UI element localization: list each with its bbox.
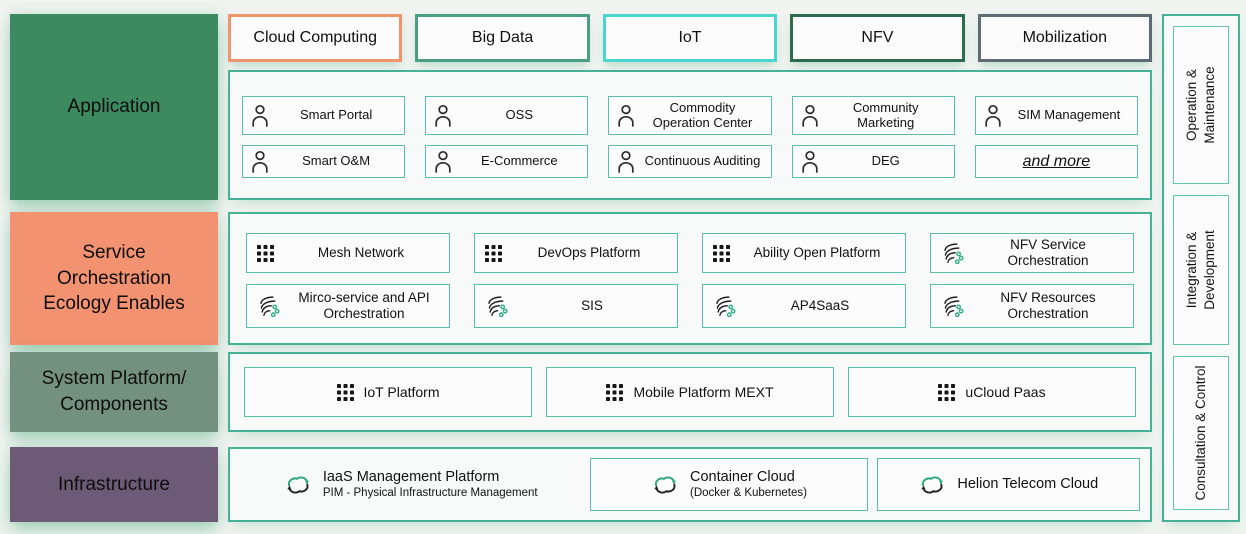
item-label: Continuous Auditing (644, 153, 761, 169)
application-item: Continuous Auditing (608, 145, 772, 178)
item-label: Commodity Operation Center (652, 99, 753, 130)
grid-icon (938, 383, 956, 401)
wave-icon (944, 295, 964, 317)
application-item: Commodity Operation Center (608, 96, 772, 136)
person-icon (252, 151, 268, 174)
person-icon (618, 151, 635, 174)
item-subtitle: (Docker & Kubernetes) (690, 487, 807, 500)
wave-icon (260, 295, 280, 317)
item-subtitle: PIM - Physical Infrastructure Management (322, 487, 538, 500)
service-item: Mesh Network (246, 233, 450, 273)
grid-icon (713, 244, 730, 262)
system-item: Mobile Platform MEXT (546, 367, 834, 417)
service-item: DevOps Platform (474, 233, 678, 273)
item-title: IaaS Management Platform (322, 468, 500, 485)
application-item: Smart O&M (242, 145, 406, 178)
cloud-sync-icon (653, 476, 678, 493)
layer-infrastructure: Infrastructure (10, 447, 218, 522)
application-item: E-Commerce (425, 145, 589, 178)
chip-mobilization: Mobilization (977, 14, 1153, 62)
application-item: Community Marketing (791, 96, 955, 136)
infrastructure-item-helion: Helion Telecom Cloud (876, 458, 1140, 511)
grid-icon (606, 383, 624, 401)
item-label: Smart Portal (299, 107, 373, 123)
application-item-and-more: and more (974, 145, 1138, 178)
grid-icon (257, 244, 274, 262)
person-icon (618, 105, 635, 128)
person-icon (801, 105, 818, 128)
item-title: Helion Telecom Cloud (957, 476, 1099, 493)
item-label: SIS (581, 297, 603, 313)
rail-label: Operation & Maintenance (1183, 66, 1217, 144)
section-infrastructure: IaaS Management Platform PIM - Physical … (228, 447, 1152, 522)
item-label: Mesh Network (317, 244, 405, 260)
item-title: Container Cloud (690, 468, 795, 485)
item-label: NFV Service Orchestration (1007, 236, 1089, 268)
right-rail: Operation & Maintenance Integration & De… (1162, 14, 1240, 522)
infrastructure-item-iaas: IaaS Management Platform PIM - Physical … (240, 458, 581, 511)
section-system-platform: IoT Platform Mobile Platform MEXT uCloud… (228, 352, 1152, 432)
cloud-sync-icon (286, 476, 310, 493)
layer-system-platform: System Platform/ Components (10, 352, 218, 432)
item-label: OSS (505, 107, 534, 123)
wave-icon (488, 295, 508, 317)
item-label: uCloud Paas (965, 384, 1046, 400)
service-item: NFV Service Orchestration (930, 233, 1134, 273)
person-icon (435, 105, 451, 128)
section-service-orchestration: Mesh Network DevOps Platform Ability Ope… (228, 212, 1152, 345)
technology-chips: Cloud Computing Big Data IoT NFV Mobiliz… (228, 14, 1153, 62)
service-item: Mirco-service and API Orchestration (246, 284, 450, 328)
item-text: IaaS Management Platform PIM - Physical … (323, 468, 538, 502)
layer-service-orchestration: Service Orchestration Ecology Enables (10, 212, 218, 345)
person-icon (801, 151, 818, 174)
rail-item-consultation-control: Consultation & Control (1173, 356, 1229, 510)
item-text: Container Cloud (Docker & Kubernetes) (690, 468, 807, 502)
rail-label: Integration & Development (1183, 230, 1217, 310)
service-item: NFV Resources Orchestration (930, 284, 1134, 328)
layer-application: Application (10, 14, 218, 200)
item-label: DEG (871, 153, 900, 169)
item-label: AP4SaaS (790, 297, 850, 313)
rail-label: Consultation & Control (1192, 365, 1208, 501)
person-icon (985, 105, 1001, 128)
chip-big-data: Big Data (415, 14, 590, 62)
section-application: Smart Portal OSS Commodity Operation Cen… (228, 70, 1152, 200)
person-icon (435, 151, 451, 174)
item-label: Smart O&M (302, 153, 371, 169)
service-item: SIS (474, 284, 678, 328)
item-label: IoT Platform (363, 384, 440, 400)
item-label: SIM Management (1017, 107, 1121, 123)
application-item: DEG (791, 145, 955, 178)
application-item: SIM Management (974, 96, 1138, 136)
item-text: Helion Telecom Cloud (957, 475, 1098, 494)
person-icon (252, 105, 268, 128)
rail-item-operation-maintenance: Operation & Maintenance (1173, 26, 1229, 184)
rail-item-integration-development: Integration & Development (1173, 195, 1229, 345)
system-item: uCloud Paas (848, 367, 1136, 417)
item-label: DevOps Platform (537, 244, 641, 260)
system-item: IoT Platform (244, 367, 532, 417)
item-label: Ability Open Platform (753, 244, 881, 260)
item-label: Community Marketing (852, 99, 919, 130)
chip-nfv: NFV (790, 14, 965, 62)
item-label: and more (1022, 152, 1091, 170)
wave-icon (944, 242, 964, 264)
service-item: AP4SaaS (702, 284, 906, 328)
application-item: OSS (425, 96, 589, 136)
grid-icon (336, 383, 354, 401)
cloud-sync-icon (920, 476, 945, 493)
item-label: NFV Resources Orchestration (1000, 289, 1096, 321)
grid-icon (485, 244, 502, 262)
infrastructure-item-container-cloud: Container Cloud (Docker & Kubernetes) (590, 458, 868, 511)
service-item: Ability Open Platform (702, 233, 906, 273)
item-label: Mobile Platform MEXT (633, 384, 774, 400)
chip-iot: IoT (602, 14, 778, 62)
item-label: E-Commerce (481, 153, 558, 169)
chip-cloud-computing: Cloud Computing (228, 14, 403, 62)
item-label: Mirco-service and API Orchestration (298, 289, 430, 321)
application-item: Smart Portal (242, 96, 406, 136)
wave-icon (716, 295, 736, 317)
